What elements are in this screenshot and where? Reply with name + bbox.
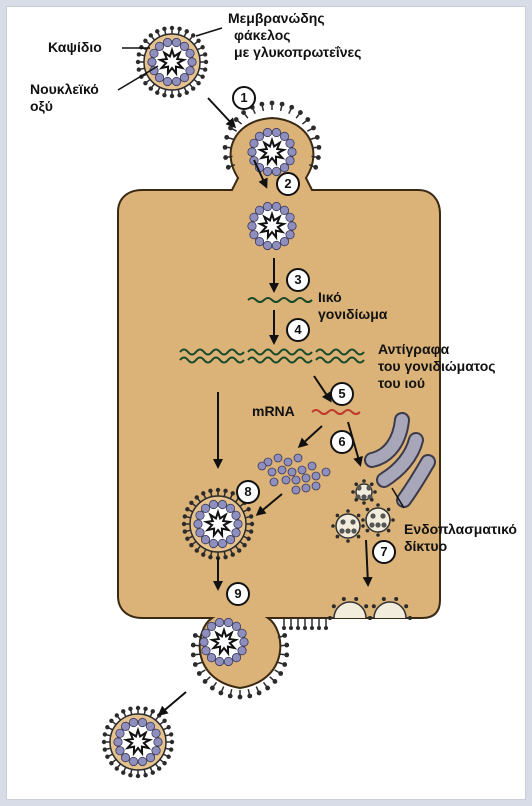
step-4-marker: 4 xyxy=(286,318,310,342)
virion-free-top xyxy=(136,26,208,98)
label-er-2: δίκτυο xyxy=(404,539,447,554)
virion-entering xyxy=(248,128,296,175)
step-7-marker: 7 xyxy=(372,540,396,564)
label-genome-2: γονιδίωμα xyxy=(318,307,387,322)
label-capsid: Καψίδιο xyxy=(48,40,102,55)
step-8-marker: 8 xyxy=(236,480,260,504)
step-1-marker: 1 xyxy=(232,86,256,110)
label-envelope-3: με γλυκοπρωτεΐνες xyxy=(234,45,361,60)
label-copies-3: του ιού xyxy=(378,376,425,391)
virion-released xyxy=(102,706,174,778)
step-9-marker: 9 xyxy=(226,582,250,606)
label-copies-1: Αντίγραφα xyxy=(378,342,449,357)
label-mrna: mRNA xyxy=(252,404,295,419)
label-er-1: Ενδοπλασματικό xyxy=(404,522,517,537)
label-copies-2: του γονιδιώματος xyxy=(378,359,496,374)
step-2-marker: 2 xyxy=(276,172,300,196)
label-envelope-2: φάκελος xyxy=(234,28,291,43)
label-genome-1: Ιικό xyxy=(318,290,342,305)
virion-uncoating xyxy=(248,202,296,249)
step-3-marker: 3 xyxy=(286,268,310,292)
virion-budding xyxy=(200,618,248,665)
label-nucleic-2: οξύ xyxy=(30,99,53,114)
label-nucleic-1: Νουκλεϊκό xyxy=(30,82,99,97)
step-6-marker: 6 xyxy=(330,430,354,454)
step-5-marker: 5 xyxy=(330,382,354,406)
label-envelope-1: Μεμβρανώδης xyxy=(228,11,325,26)
